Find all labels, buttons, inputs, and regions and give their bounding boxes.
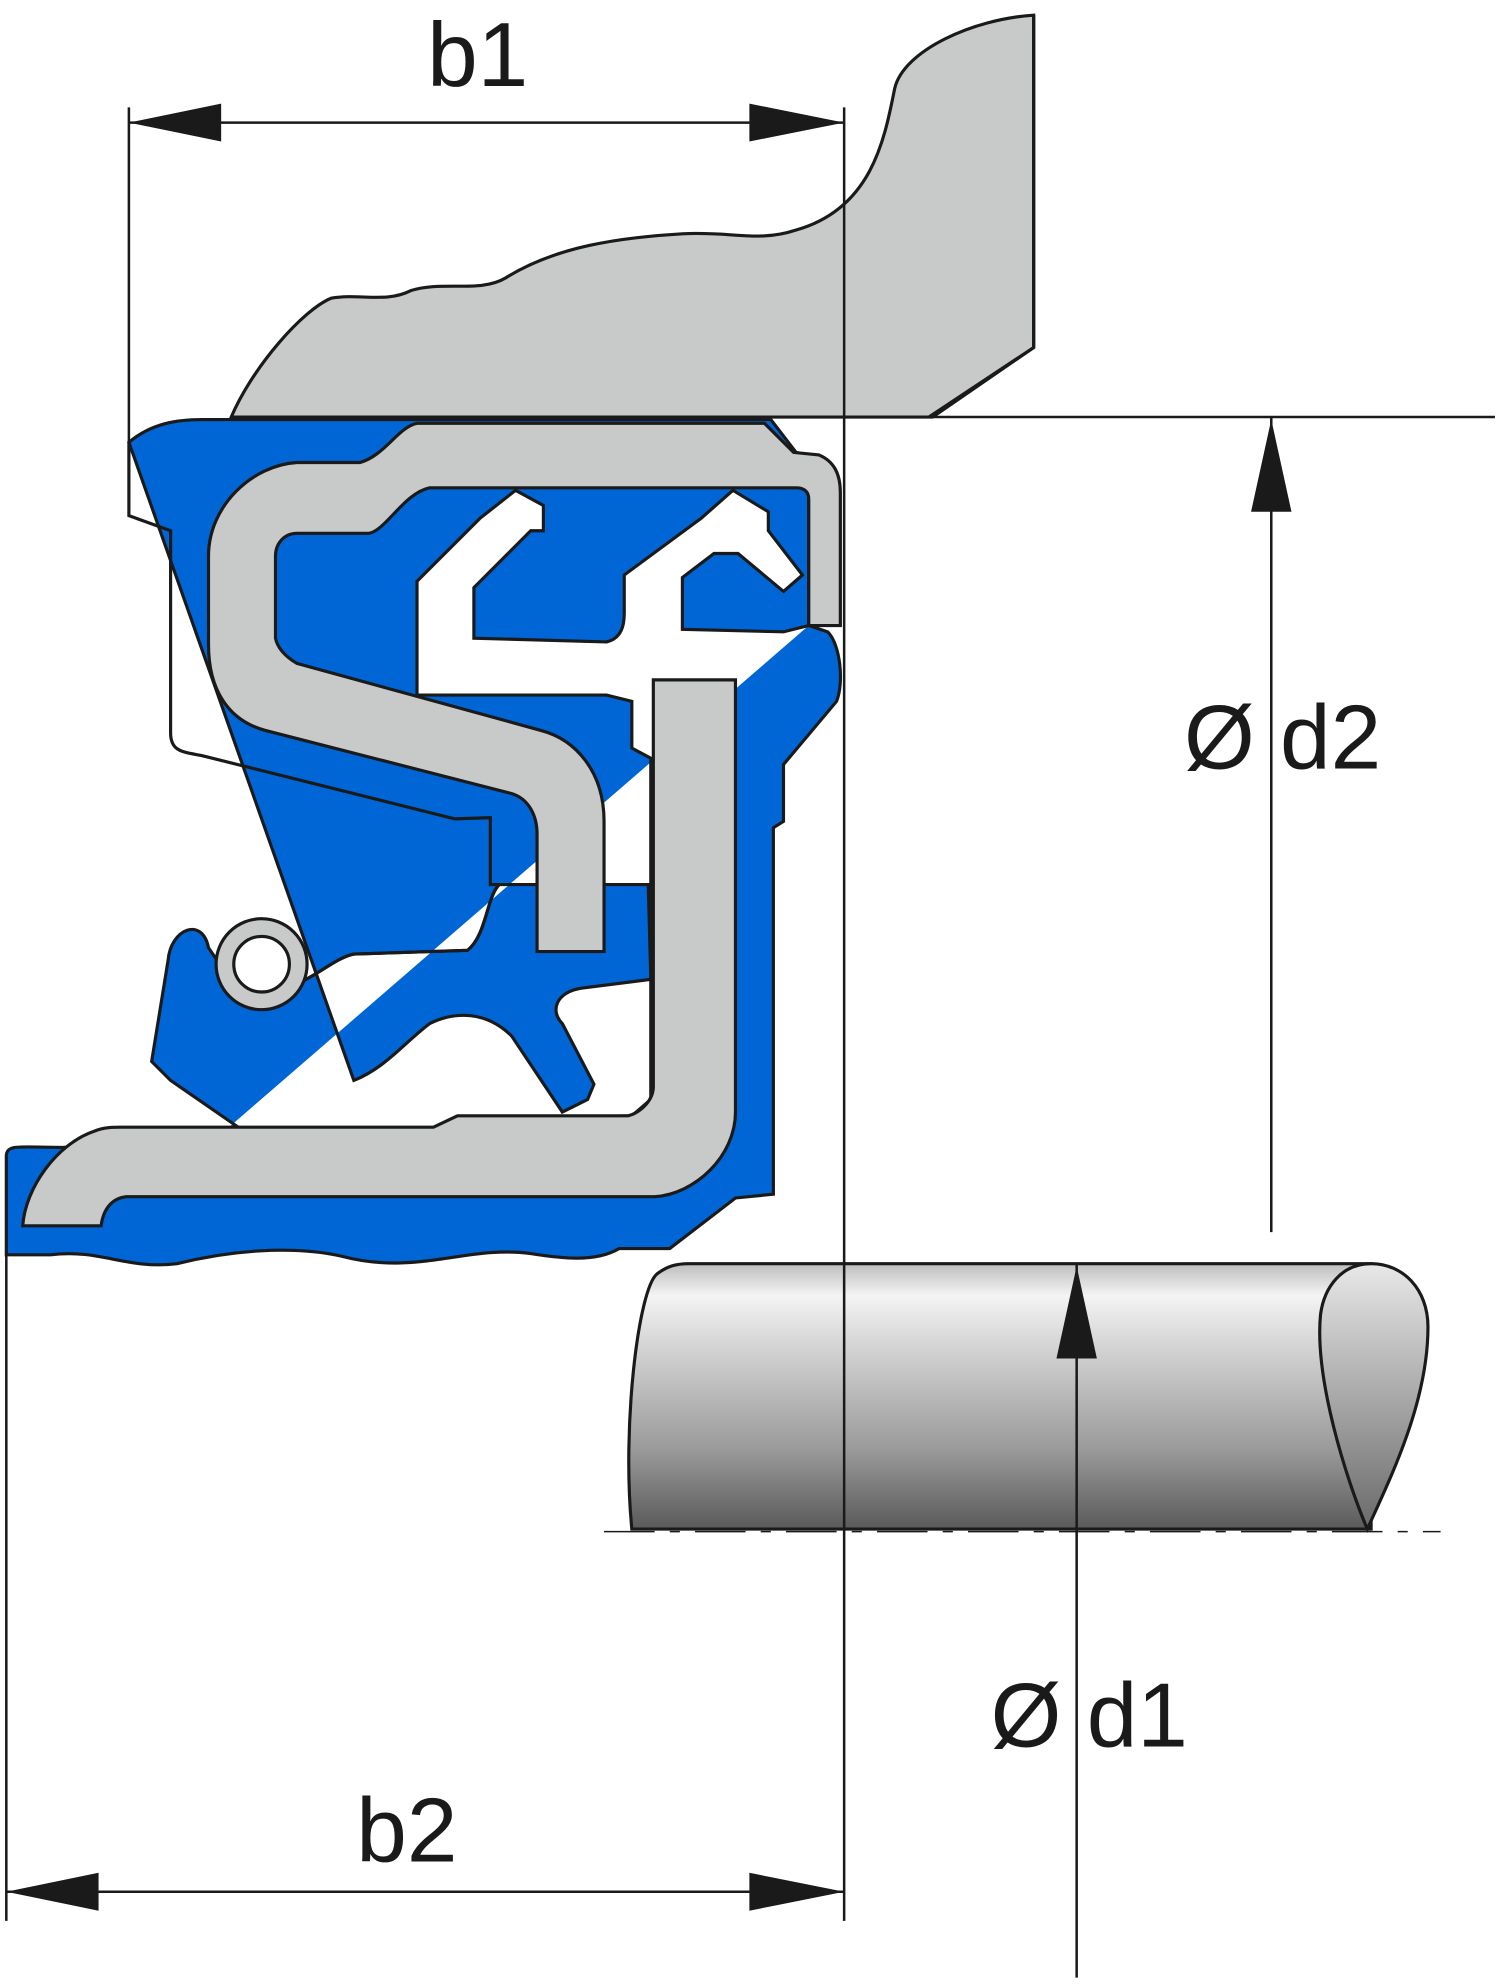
dimension-d2: Ø d2 bbox=[1184, 417, 1381, 1233]
metal-insert-lower bbox=[21, 678, 738, 1228]
shaft-end bbox=[1318, 1262, 1430, 1534]
dimension-b1: b1 bbox=[128, 5, 845, 142]
label-d2: Ø d2 bbox=[1184, 687, 1381, 788]
shaft bbox=[627, 1262, 1373, 1531]
dimension-b2: b2 bbox=[6, 1780, 845, 1911]
label-d1: Ø d1 bbox=[991, 1665, 1188, 1766]
dimension-d1: Ø d1 bbox=[991, 1263, 1188, 1978]
housing bbox=[228, 13, 1036, 419]
metal-insert-upper bbox=[206, 421, 842, 954]
garter-spring-core bbox=[232, 934, 291, 994]
label-b2: b2 bbox=[356, 1780, 457, 1881]
label-b1: b1 bbox=[427, 5, 528, 106]
